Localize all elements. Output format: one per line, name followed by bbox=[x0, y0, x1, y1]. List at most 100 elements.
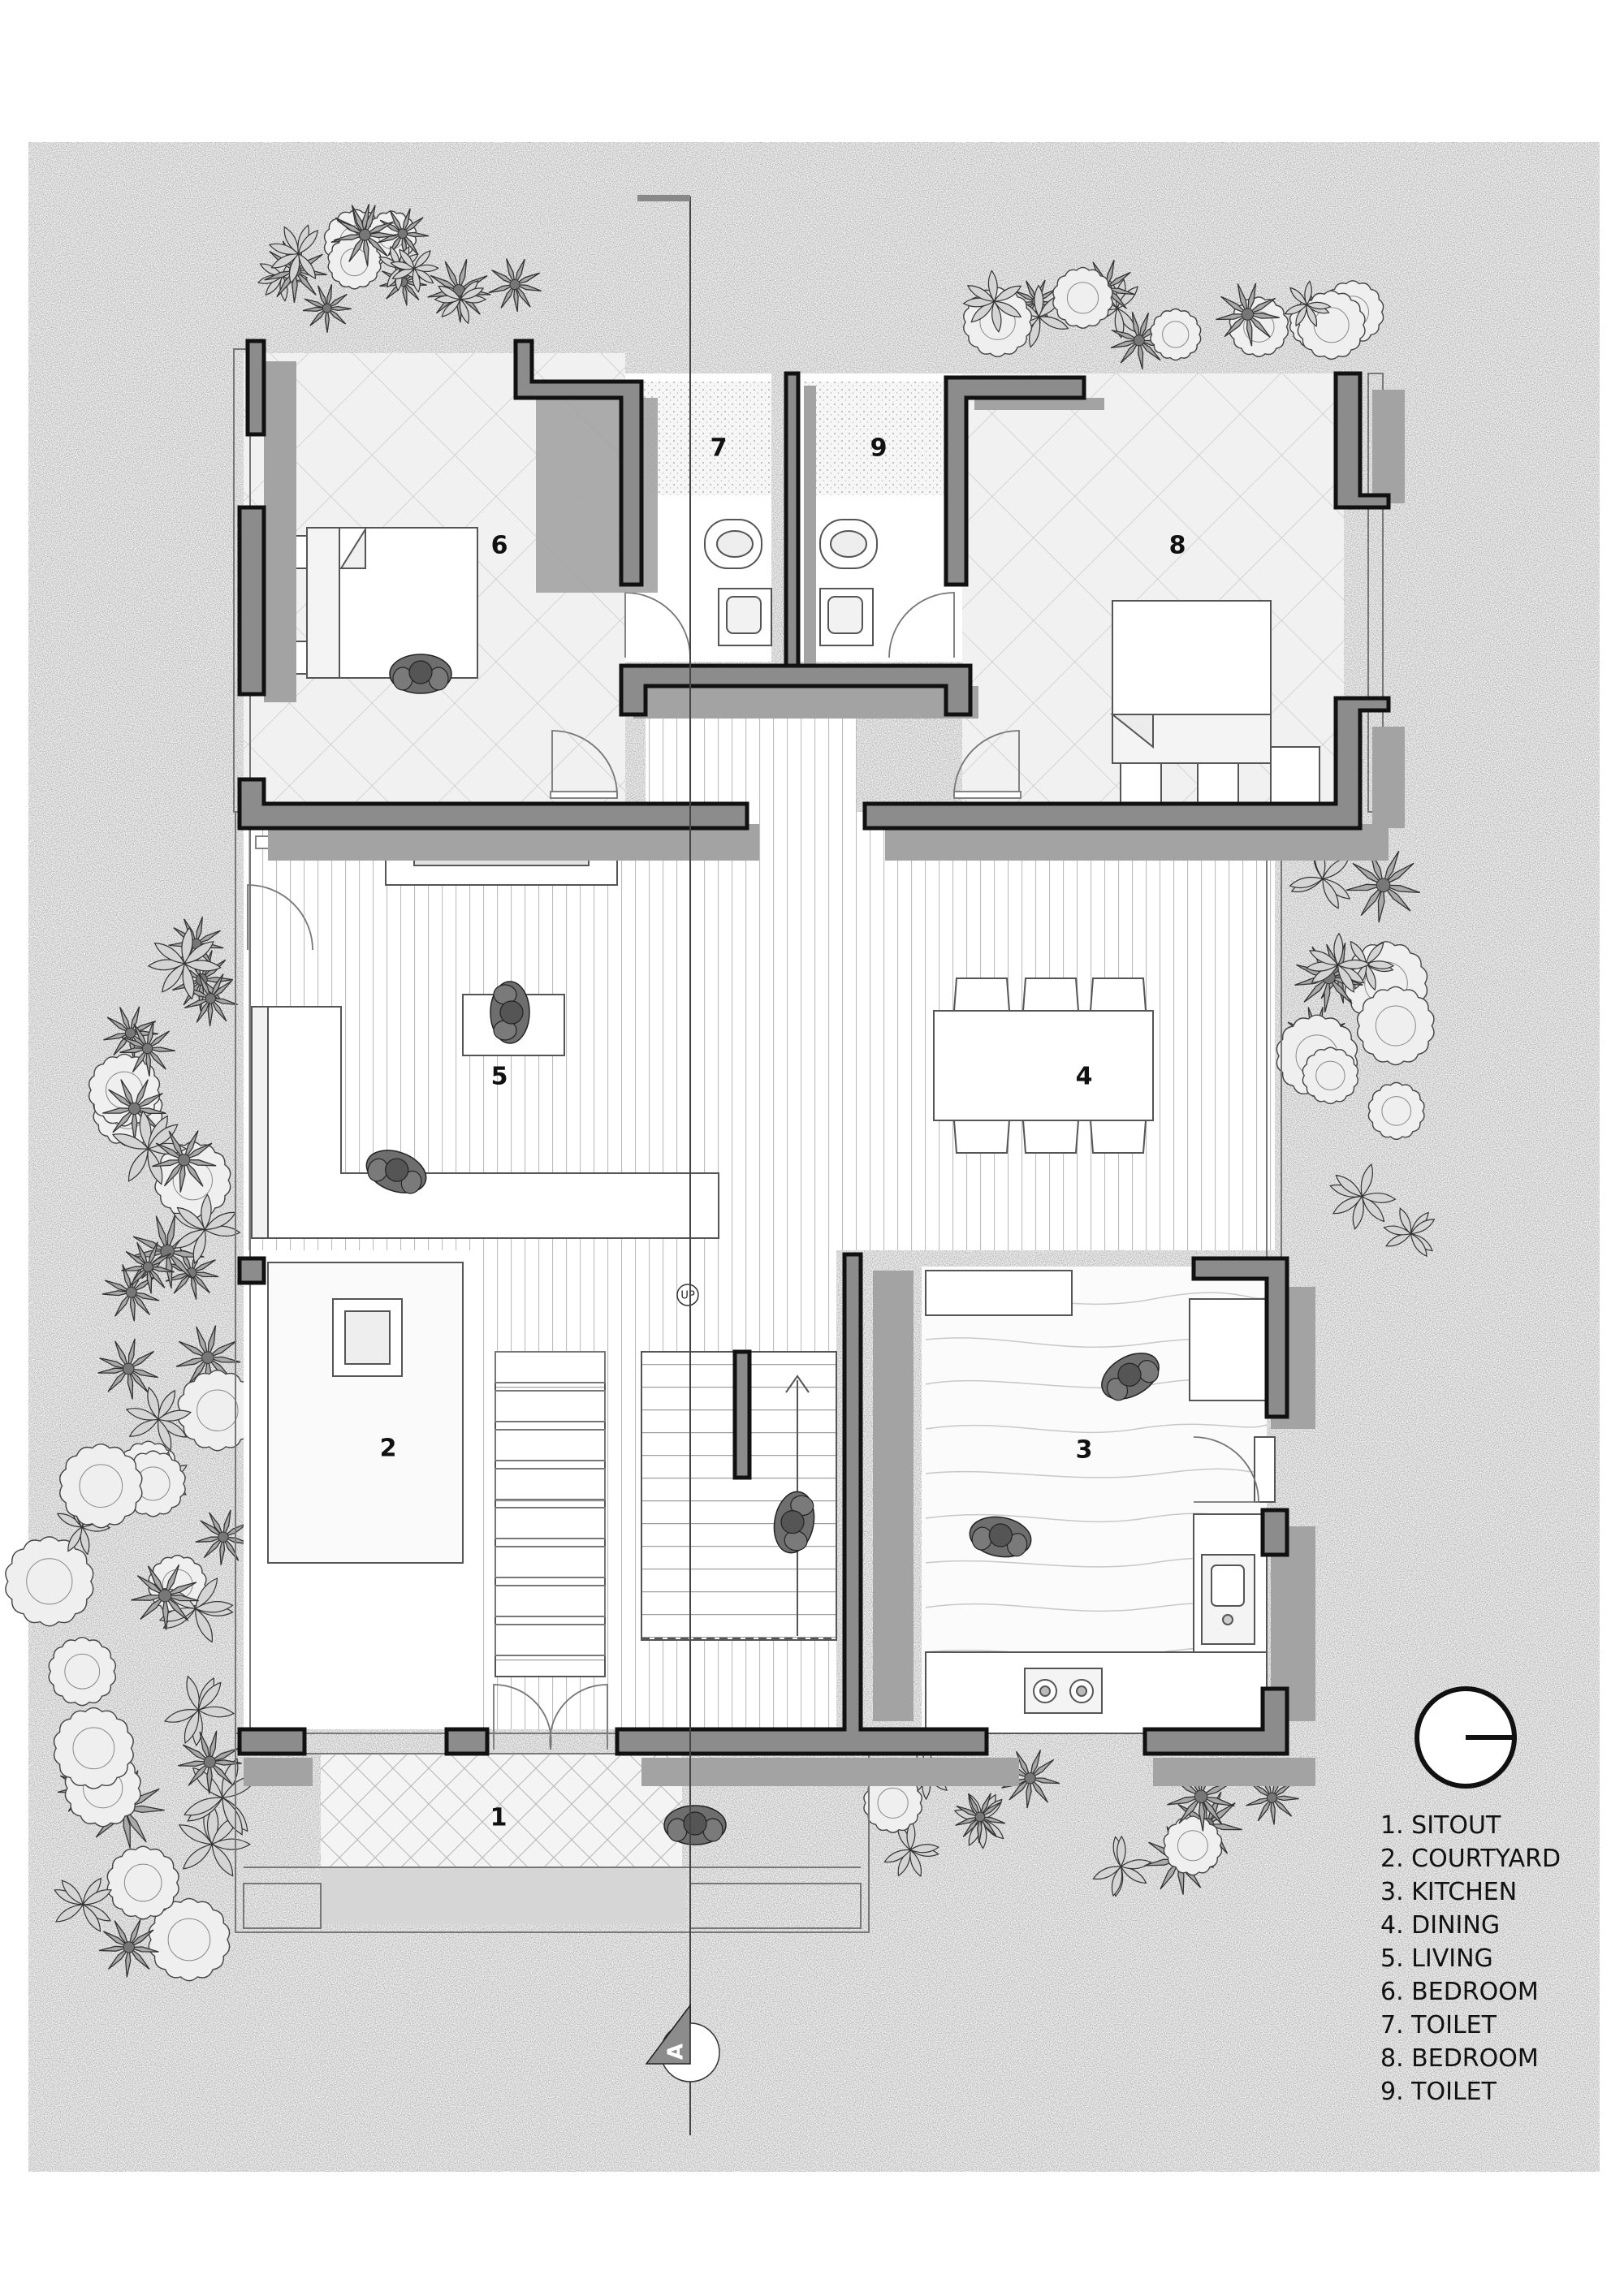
wall bbox=[862, 696, 1391, 831]
plant-icon bbox=[1150, 308, 1202, 361]
plant-icon bbox=[268, 224, 319, 284]
wall bbox=[513, 339, 644, 587]
person-icon bbox=[365, 1150, 427, 1194]
wall bbox=[237, 505, 266, 697]
washbasin-icon bbox=[819, 588, 874, 646]
stair-up-label: UP bbox=[680, 1290, 695, 1302]
plant-icon bbox=[1001, 1750, 1060, 1809]
section-marker-icon: A bbox=[645, 2003, 720, 2082]
wall bbox=[237, 1256, 266, 1285]
door-swing-icon bbox=[551, 730, 618, 796]
plant-icon bbox=[955, 1793, 1006, 1844]
legend-item: 6. BEDROOM bbox=[1380, 1978, 1539, 2006]
plant-icon bbox=[488, 258, 542, 313]
wall bbox=[619, 663, 973, 717]
stove-icon bbox=[1024, 1668, 1103, 1714]
people bbox=[365, 654, 1160, 1845]
kitchen-counter bbox=[925, 1651, 1268, 1734]
legend: 1. SITOUT 2. COURTYARD 3. KITCHEN 4. DIN… bbox=[1380, 1811, 1561, 2106]
wall bbox=[444, 1727, 490, 1756]
person-icon bbox=[969, 1516, 1032, 1558]
toilet-7-shower-zone bbox=[641, 382, 771, 495]
plant-icon bbox=[962, 270, 1022, 333]
plant-icon bbox=[119, 1021, 175, 1077]
plant-icon bbox=[59, 1444, 143, 1529]
room-number-bedroom-8: 8 bbox=[1169, 532, 1186, 560]
person-icon bbox=[389, 654, 452, 694]
room-number-dining: 4 bbox=[1076, 1063, 1093, 1091]
section-line: A bbox=[637, 195, 720, 2135]
plant-icon bbox=[1367, 1081, 1425, 1141]
plant-icon bbox=[131, 1564, 199, 1630]
legend-item: 8. BEDROOM bbox=[1380, 2044, 1539, 2073]
room-number-bedroom-6: 6 bbox=[491, 532, 508, 560]
room-number-toilet-9: 9 bbox=[870, 434, 888, 463]
sitout-floor bbox=[321, 1754, 682, 1867]
plant-icon bbox=[1329, 1163, 1397, 1230]
wall bbox=[784, 371, 801, 668]
plant-icon bbox=[1305, 932, 1371, 993]
plant-icon bbox=[125, 1386, 192, 1452]
room-number-toilet-7: 7 bbox=[710, 434, 728, 463]
wall bbox=[1260, 1508, 1289, 1557]
wall bbox=[732, 1349, 752, 1480]
wall bbox=[1333, 371, 1391, 510]
toilet-icon bbox=[819, 519, 878, 569]
plant-icon bbox=[1052, 266, 1113, 329]
toilet-9-shower-zone bbox=[804, 382, 950, 495]
plant-icon bbox=[1092, 1835, 1152, 1897]
legend-item: 7. TOILET bbox=[1380, 2011, 1497, 2039]
dining-table bbox=[933, 978, 1154, 1154]
bed-icon bbox=[1110, 600, 1320, 809]
walls bbox=[237, 339, 1391, 1756]
toilet-icon bbox=[704, 519, 762, 569]
door-swing-icon bbox=[493, 1684, 608, 1750]
plant-icon bbox=[1356, 986, 1435, 1066]
legend-item: 5. LIVING bbox=[1380, 1944, 1493, 1973]
wall bbox=[1142, 1686, 1289, 1756]
door-swing-icon bbox=[953, 730, 1020, 796]
room-number-kitchen: 3 bbox=[1076, 1436, 1093, 1465]
plant-icon bbox=[163, 1675, 235, 1747]
door-swing-icon bbox=[624, 592, 691, 658]
section-marker-label: A bbox=[664, 2044, 689, 2060]
wall bbox=[245, 339, 266, 437]
washbasin-icon bbox=[718, 588, 772, 646]
bed-icon bbox=[282, 526, 478, 679]
plant-icon bbox=[147, 926, 222, 1000]
plant-icon bbox=[54, 1877, 113, 1932]
plant-icon bbox=[1345, 849, 1421, 923]
wall bbox=[237, 1727, 307, 1756]
plant-icon bbox=[334, 205, 397, 266]
legend-item: 2. COURTYARD bbox=[1380, 1845, 1561, 1873]
plant-icon bbox=[152, 1130, 217, 1193]
entry-steps bbox=[321, 1867, 686, 1924]
legend-item: 1. SITOUT bbox=[1380, 1811, 1501, 1840]
stair-up-marker: UP bbox=[676, 1284, 699, 1306]
plant-icon bbox=[883, 1820, 939, 1877]
plant-icon bbox=[434, 280, 487, 325]
room-number-living: 5 bbox=[491, 1063, 508, 1091]
person-icon bbox=[490, 981, 530, 1044]
plant-icon bbox=[184, 973, 238, 1027]
room-number-courtyard: 2 bbox=[380, 1435, 397, 1463]
wall bbox=[1191, 1256, 1289, 1419]
room-number-sitout: 1 bbox=[490, 1804, 508, 1832]
room-numbers: 1 2 3 4 5 6 7 8 9 bbox=[380, 434, 1186, 1832]
sink-icon bbox=[1201, 1554, 1255, 1645]
wall bbox=[615, 1252, 989, 1756]
person-icon bbox=[1101, 1353, 1160, 1401]
plant-icon bbox=[172, 1193, 241, 1264]
plant-icon bbox=[48, 1637, 117, 1707]
plant-icon bbox=[121, 1241, 175, 1294]
plant-icon bbox=[1163, 1815, 1223, 1876]
plant-icon bbox=[106, 1845, 179, 1920]
plant-icon bbox=[1284, 280, 1332, 327]
plant-icon bbox=[302, 283, 352, 333]
legend-item: 9. TOILET bbox=[1380, 2078, 1497, 2106]
plant-icon bbox=[102, 1264, 160, 1322]
plant-icon bbox=[1383, 1207, 1436, 1258]
plant-icon bbox=[1216, 283, 1280, 347]
plant-icon bbox=[98, 1918, 159, 1978]
